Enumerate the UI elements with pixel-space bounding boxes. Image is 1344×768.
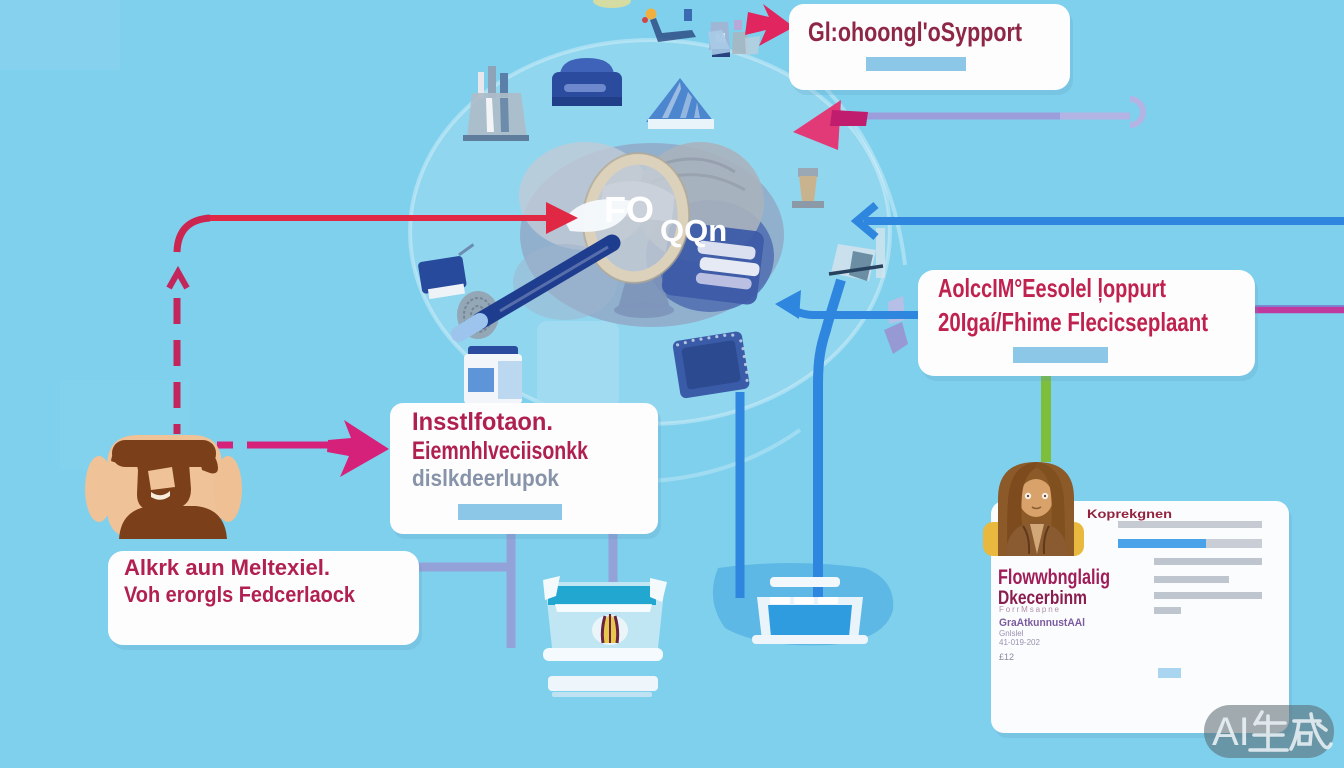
svg-text:20Igaí/Fhime Flecicseplaant: 20Igaí/Fhime Flecicseplaant <box>938 307 1208 337</box>
svg-text:Gl:ohoongl'oSypport: Gl:ohoongl'oSypport <box>808 17 1022 47</box>
svg-text:Koprekgnen: Koprekgnen <box>1087 507 1172 521</box>
svg-text:Alkrk aun Meltexiel.: Alkrk aun Meltexiel. <box>124 555 330 580</box>
svg-text:FO: FO <box>604 189 654 230</box>
svg-text:Insstlfotaon.: Insstlfotaon. <box>412 408 553 436</box>
svg-text:Gnlslel: Gnlslel <box>999 629 1024 638</box>
svg-text:Voh erorgls Fedcerlaock: Voh erorgls Fedcerlaock <box>124 582 356 607</box>
svg-text:QQn: QQn <box>660 213 727 248</box>
svg-text:AolccIM°Eesolel ļoppurt: AolccIM°Eesolel ļoppurt <box>938 273 1166 303</box>
svg-text:dislkdeerlupok: dislkdeerlupok <box>412 465 559 491</box>
svg-text:Dkecerbinm: Dkecerbinm <box>998 588 1087 609</box>
svg-text:£12: £12 <box>999 652 1014 662</box>
svg-text:Flowwbnglalig: Flowwbnglalig <box>998 566 1110 589</box>
svg-text:GraAtkunnustAAl: GraAtkunnustAAl <box>999 617 1085 629</box>
svg-text:41-019-202: 41-019-202 <box>999 638 1040 647</box>
svg-text:Eiemnhlveciisonkk: Eiemnhlveciisonkk <box>412 437 588 465</box>
svg-text:ForrMsapne: ForrMsapne <box>999 605 1060 614</box>
svg-text:AI: AI <box>1212 710 1250 754</box>
